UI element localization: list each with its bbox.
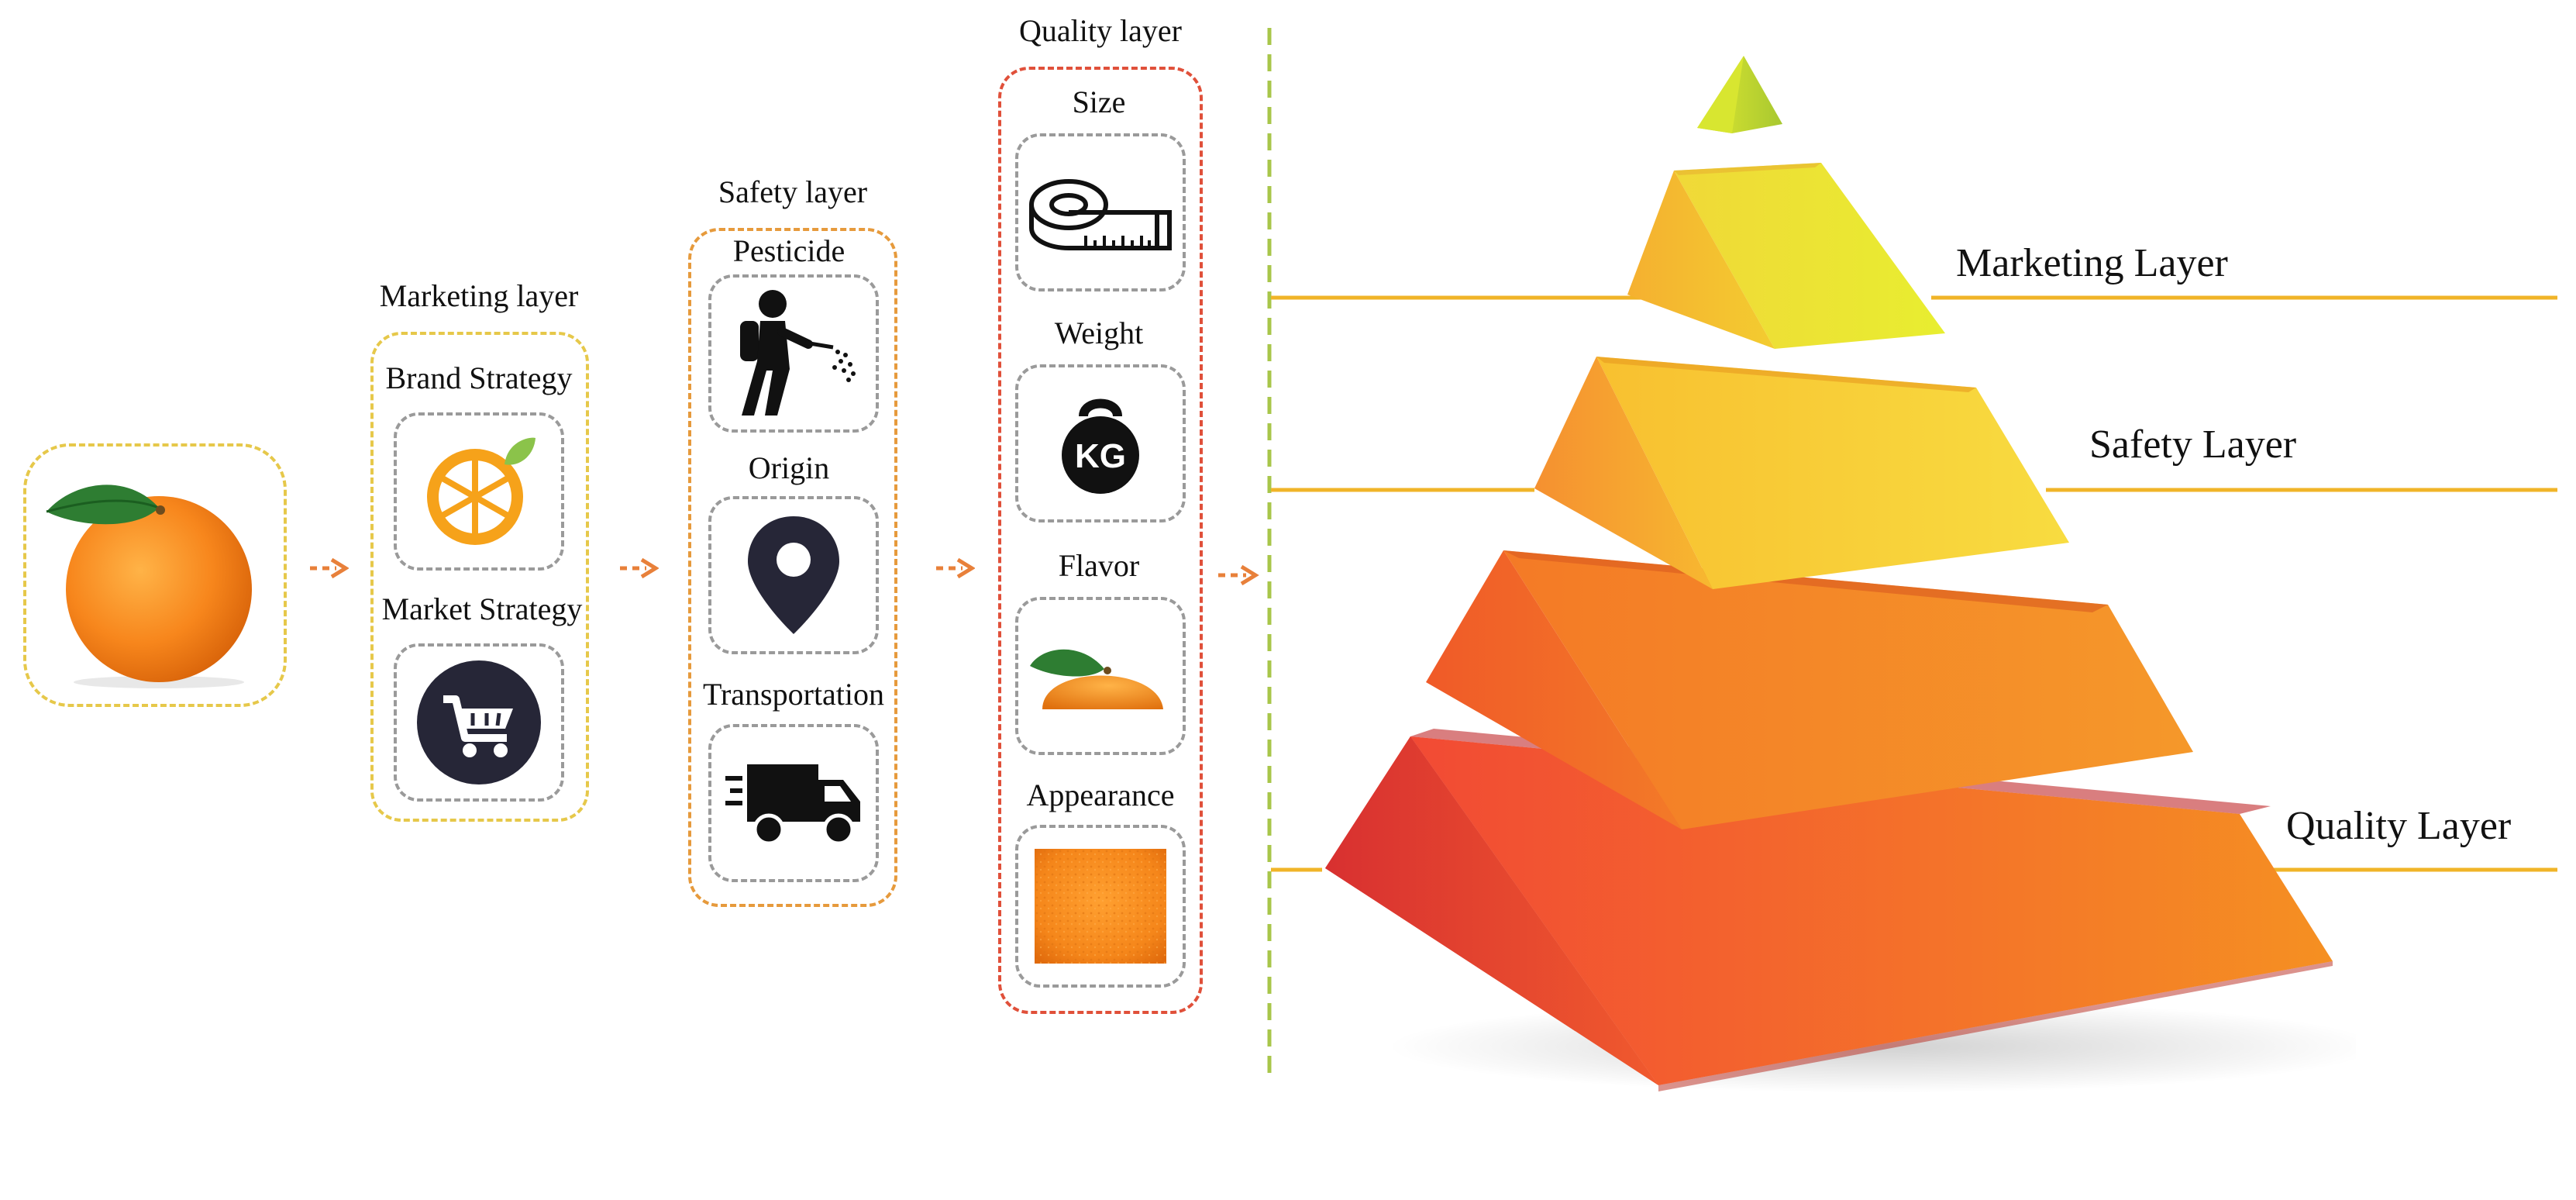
orange-half-icon xyxy=(1030,649,1163,709)
brand-strategy-slot xyxy=(394,412,564,571)
pyramid xyxy=(1325,56,2356,1093)
appearance-slot xyxy=(1015,825,1186,988)
appearance-label: Appearance xyxy=(1026,778,1175,812)
weight-slot: KG xyxy=(1015,364,1186,522)
market-strategy-slot xyxy=(394,643,564,802)
arrow-4 xyxy=(1218,564,1259,586)
safety-level-line xyxy=(1271,488,2557,492)
pesticide-label: Pesticide xyxy=(732,233,845,268)
arrow-1 xyxy=(310,557,349,579)
orange-fruit-icon xyxy=(43,465,267,690)
kg-text: KG xyxy=(1075,437,1126,475)
quality-layer-box xyxy=(998,67,1203,1014)
pyramid-label-safety: Safety Layer xyxy=(2089,422,2297,467)
size-label: Size xyxy=(1072,84,1126,119)
shopping-cart-icon xyxy=(417,660,541,784)
marketing-layer-box xyxy=(370,332,589,822)
pyramid-label-marketing: Marketing Layer xyxy=(1956,241,2228,285)
market-strategy-label: Market Strategy xyxy=(381,591,583,626)
marketing-level-line xyxy=(1271,295,2557,300)
delivery-truck-icon xyxy=(725,764,860,846)
orange-slice-icon xyxy=(427,437,536,545)
transportation-label: Transportation xyxy=(702,677,885,712)
size-slot xyxy=(1015,133,1186,291)
sprayer-person-icon xyxy=(740,290,856,416)
arrow-2 xyxy=(620,557,659,579)
flavor-label: Flavor xyxy=(1058,548,1140,583)
input-orange-box xyxy=(23,443,287,707)
quality-layer-title: Quality layer xyxy=(1019,13,1182,48)
weight-label: Weight xyxy=(1054,316,1144,350)
safety-layer-title: Safety layer xyxy=(718,174,868,209)
brand-strategy-label: Brand Strategy xyxy=(385,360,573,395)
orange-peel-texture-icon xyxy=(1035,849,1166,964)
pesticide-slot xyxy=(708,274,879,433)
arrow-3 xyxy=(936,557,975,579)
marketing-layer-title: Marketing layer xyxy=(379,278,579,313)
origin-label: Origin xyxy=(748,450,830,485)
origin-slot xyxy=(708,496,879,654)
flavor-slot xyxy=(1015,597,1186,755)
kg-weight-icon: KG xyxy=(1062,398,1139,494)
quality-level-line xyxy=(1271,867,2557,872)
transportation-slot xyxy=(708,724,879,882)
safety-layer-box xyxy=(688,228,897,907)
divider-line xyxy=(1267,28,1272,1074)
pyramid-label-quality: Quality Layer xyxy=(2286,804,2512,848)
location-pin-icon xyxy=(748,516,839,634)
measuring-tape-icon xyxy=(1029,179,1172,250)
